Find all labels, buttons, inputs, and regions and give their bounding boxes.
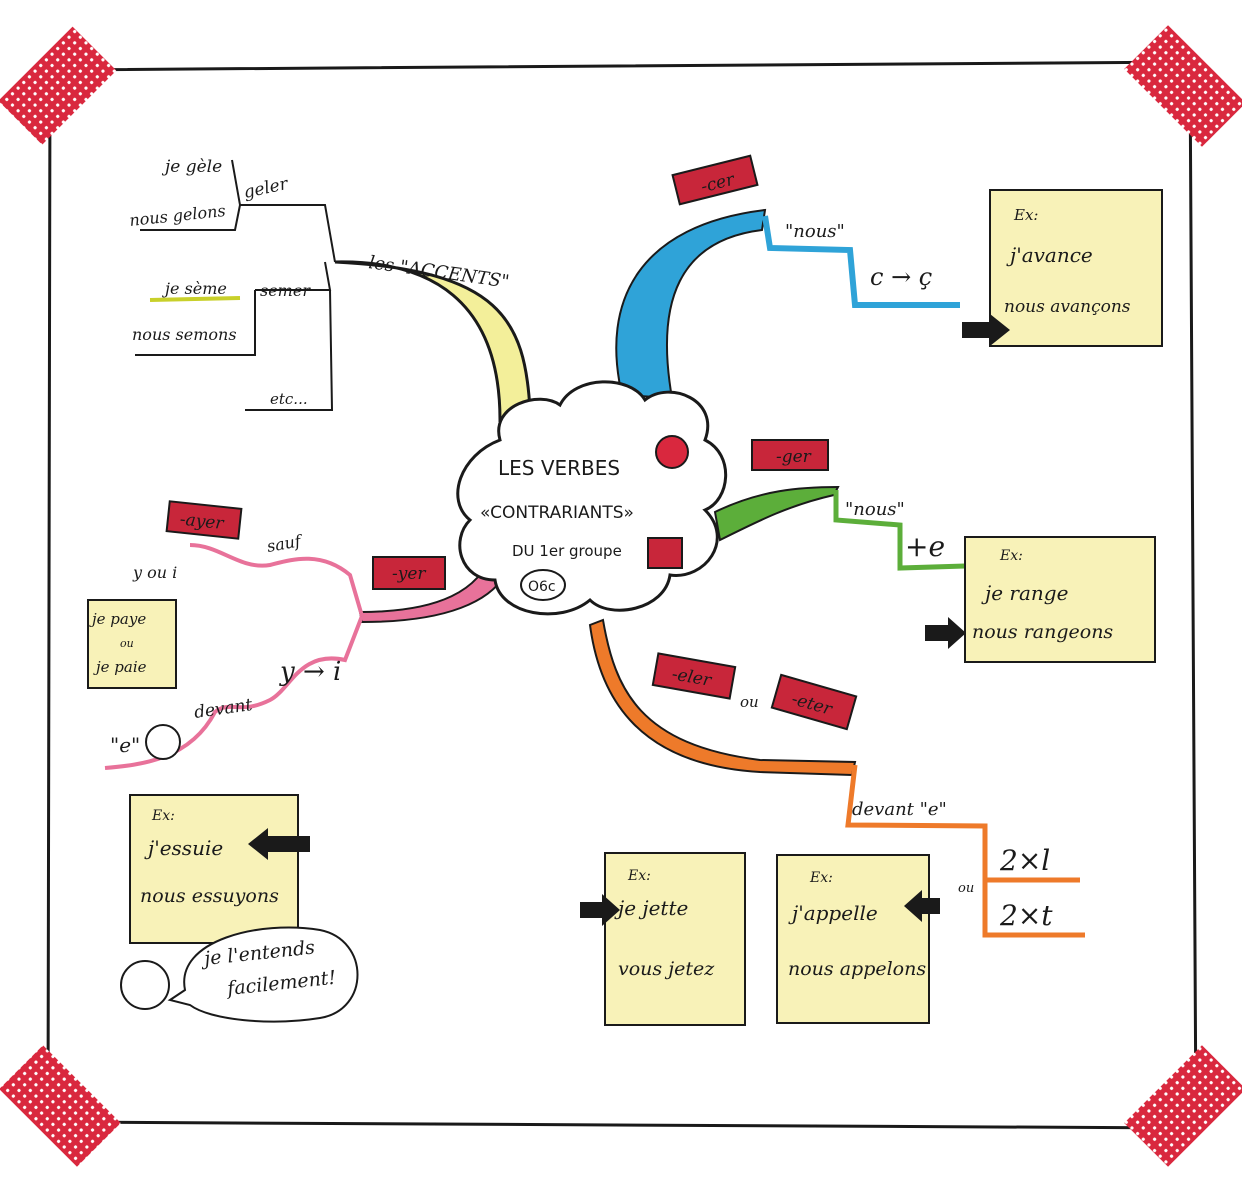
accents-je-seme-highlight bbox=[149, 296, 241, 302]
ger-nous: "nous" bbox=[845, 499, 905, 520]
yer-y-ou-i: y ou i bbox=[132, 563, 177, 582]
accents-tree bbox=[135, 159, 336, 411]
yer-pay-ou: ou bbox=[120, 637, 134, 650]
eler-tag1 bbox=[651, 652, 737, 700]
accents-nous-semons: nous semons bbox=[132, 325, 237, 344]
center-badge-circle bbox=[520, 569, 566, 601]
center-number-block-icon bbox=[647, 537, 683, 569]
yer-ayer-tag bbox=[165, 500, 243, 540]
yer-arrow-icon bbox=[248, 828, 310, 860]
accents-je-gele: je gèle bbox=[161, 157, 222, 177]
center-line2: «CONTRARIANTS» bbox=[480, 503, 634, 523]
yer-pay2: je paie bbox=[93, 658, 147, 676]
eler-arrow-b-icon bbox=[904, 890, 940, 922]
accents-semer: semer bbox=[260, 281, 311, 300]
yer-ex1: j'essuie bbox=[144, 836, 223, 860]
accents-etc: etc... bbox=[270, 390, 308, 408]
ger-rule: +e bbox=[905, 530, 945, 563]
eler-ex-b2: nous appelons bbox=[788, 958, 926, 980]
eler-devant: devant "e" bbox=[852, 799, 947, 820]
accents-je-seme: je sème bbox=[162, 279, 227, 298]
eler-ex-a2: vous jetez bbox=[618, 958, 715, 980]
yer-ayer-tag-label: -ayer bbox=[179, 510, 225, 535]
yer-pay1: je paye bbox=[89, 610, 146, 628]
branch-cer bbox=[615, 208, 767, 400]
cer-example-note bbox=[989, 189, 1163, 347]
center-face-icon bbox=[655, 435, 689, 469]
eler-ex-a-label: Ex: bbox=[627, 868, 651, 884]
eler-tag2 bbox=[770, 673, 858, 731]
eler-ex-b1: j'appelle bbox=[788, 901, 878, 925]
yer-pay-note bbox=[87, 599, 177, 689]
eler-rule2: 2×t bbox=[999, 899, 1053, 932]
cer-ex-label: Ex: bbox=[1013, 206, 1038, 224]
yer-ex-label: Ex: bbox=[151, 808, 175, 824]
center-line1: LES VERBES bbox=[498, 456, 620, 480]
cer-nous: "nous" bbox=[785, 221, 845, 242]
tape-bottom-right bbox=[1124, 1045, 1242, 1167]
yer-example-note bbox=[129, 794, 299, 944]
center-line3: DU 1er groupe bbox=[512, 542, 622, 560]
eler-arrow-a-icon bbox=[580, 894, 620, 926]
yer-tag bbox=[372, 556, 446, 590]
ger-tag bbox=[751, 439, 829, 471]
yer-tag-label: -yer bbox=[392, 564, 426, 584]
ger-ex1: je range bbox=[981, 581, 1068, 605]
yer-ex2: nous essuyons bbox=[140, 885, 279, 907]
tape-bottom-left bbox=[0, 1045, 121, 1167]
ger-tag-label: -ger bbox=[776, 447, 812, 467]
eler-rule-ou: ou bbox=[958, 881, 974, 896]
eler-example-a-note bbox=[604, 852, 746, 1026]
ger-arrow-icon bbox=[925, 617, 966, 649]
cer-tag bbox=[671, 154, 759, 206]
ger-ex2: nous rangeons bbox=[972, 621, 1113, 643]
eler-ou: ou bbox=[740, 693, 759, 711]
branch-ger-line bbox=[833, 490, 966, 571]
yer-rule: y → i bbox=[279, 657, 341, 687]
cer-ex2: nous avançons bbox=[1004, 297, 1131, 317]
branch-cer-line bbox=[762, 215, 960, 308]
eler-ex-a1: je jette bbox=[614, 896, 688, 920]
yer-e: "e" bbox=[110, 733, 140, 757]
branch-eler-line bbox=[845, 764, 1085, 938]
cer-ex1: j'avance bbox=[1006, 243, 1093, 267]
ger-example-note bbox=[964, 536, 1156, 663]
eler-rule1: 2×l bbox=[999, 844, 1050, 877]
yer-face-icon bbox=[145, 724, 181, 760]
cer-arrow-icon bbox=[962, 314, 1010, 346]
eler-ex-b-label: Ex: bbox=[809, 870, 833, 886]
tape-top-right bbox=[1124, 25, 1242, 147]
yer-speech-bubble bbox=[167, 926, 359, 1023]
tape-top-left bbox=[0, 26, 117, 145]
branch-yer bbox=[358, 549, 507, 624]
center-badge: O6c bbox=[528, 579, 556, 595]
eler-example-b-note bbox=[776, 854, 930, 1024]
ger-ex-label: Ex: bbox=[999, 548, 1023, 564]
cer-rule: c → ç bbox=[870, 263, 932, 291]
yer-listening-face-icon bbox=[120, 960, 170, 1010]
branch-eler bbox=[588, 618, 857, 777]
